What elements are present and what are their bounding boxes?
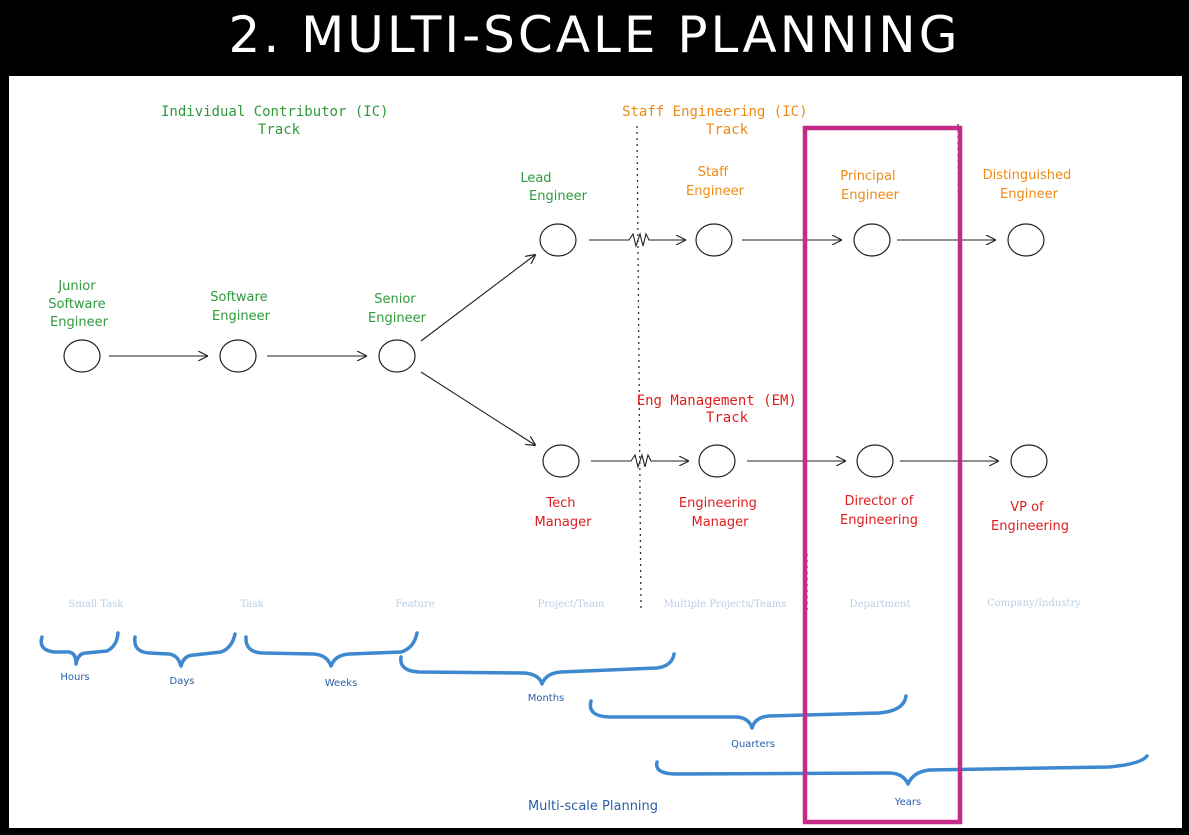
footer-caption: Multi-scale Planning [528,799,658,814]
scale-task: Task [240,599,264,610]
period-quarters: Quarters [731,739,775,750]
staff-label: Staff Engineer [686,165,745,199]
vp-node [1010,444,1048,478]
months-brace [399,652,676,686]
weeks-brace [244,631,419,668]
arrow [420,371,535,445]
highlight-box [802,125,963,825]
scale-feature: Feature [395,599,435,610]
diagram-canvas: Individual Contributor (IC) Track Staff … [9,76,1182,828]
arrow-break [589,232,685,248]
period-weeks: Weeks [325,678,358,689]
senior-node [378,339,416,373]
ic-track-title: Individual Contributor (IC) Track [161,104,397,138]
arrow-break [591,453,688,469]
em-track-title: Eng Management (EM) Track [637,393,806,426]
separator-line [636,125,642,612]
tech-manager-label: Tech Manager [535,496,593,530]
quarters-brace [588,694,908,730]
slide-title: 2. MULTI-SCALE PLANNING [228,6,961,64]
lead-node [539,223,577,257]
software-node [219,339,257,373]
career-planning-diagram: Individual Contributor (IC) Track Staff … [39,104,1149,825]
scale-project-team: Project/Team [538,599,605,610]
eng-manager-node [698,444,736,478]
years-brace [654,754,1149,786]
software-label: Software Engineer [210,290,271,324]
principal-label: Principal Engineer [840,169,900,203]
days-brace [133,632,237,668]
tech-manager-node [542,444,580,478]
period-days: Days [170,676,195,687]
hours-brace [39,631,120,666]
period-months: Months [528,693,565,704]
distinguished-label: Distinguished Engineer [983,168,1076,202]
director-label: Director of Engineering [840,494,918,528]
distinguished-node [1007,223,1045,257]
vp-label: VP of Engineering [991,500,1069,534]
staff-track-title: Staff Engineering (IC) Track [622,104,816,138]
arrow [420,255,535,342]
arrows [109,232,998,469]
scale-department: Department [850,599,911,610]
principal-node [853,223,891,257]
junior-label: Junior Software Engineer [48,279,109,330]
director-node [856,444,894,478]
staff-node [695,223,733,257]
junior-node [63,339,101,373]
scale-company-industry: Company/Industry [987,598,1081,609]
scale-multiple-projects: Multiple Projects/Teams [664,599,787,610]
period-years: Years [894,797,921,808]
scale-small-task: Small Task [69,599,125,610]
role-nodes [63,223,1048,478]
title-bar: 2. MULTI-SCALE PLANNING [0,0,1189,76]
time-braces [39,631,1149,786]
senior-label: Senior Engineer [368,292,427,326]
eng-manager-label: Engineering Manager [679,496,761,530]
lead-label: Lead Engineer [520,171,587,204]
period-hours: Hours [60,672,89,683]
